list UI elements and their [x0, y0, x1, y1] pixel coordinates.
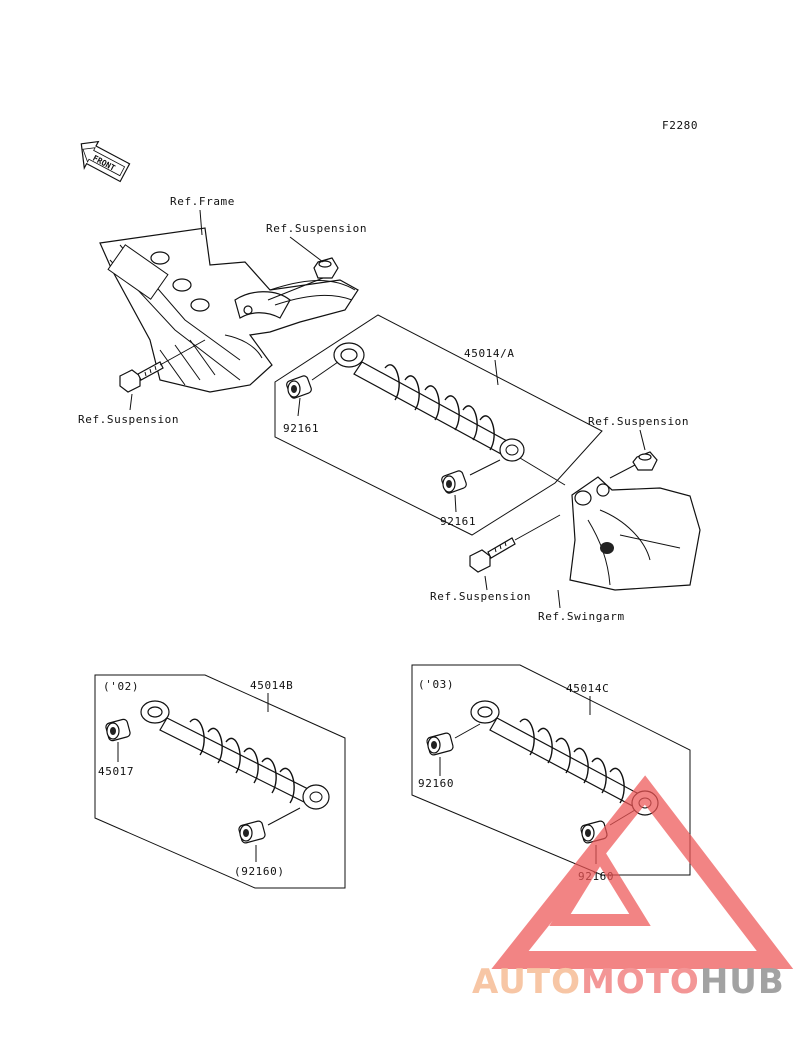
label-part-45014c: 45014C: [566, 682, 609, 695]
bushing-92160-02: [238, 820, 266, 844]
variant-02-box: [94, 674, 346, 889]
swingarm-illustration: [569, 476, 701, 591]
label-variant-03-year: ('03): [418, 678, 454, 691]
label-bushing-92161-left: 92161: [283, 422, 319, 435]
bushing-92160-03-left: [426, 732, 454, 756]
watermark-text: AUTOMOTOHUB: [472, 962, 785, 1002]
bushing-45017: [105, 718, 131, 742]
bolt-left: [119, 361, 164, 393]
label-variant-02-year: ('02): [103, 680, 139, 693]
variant-03-box: [411, 664, 691, 876]
figure-code: F2280: [662, 119, 698, 132]
label-part-45014a: 45014/A: [464, 347, 515, 360]
label-bushing-92161-right: 92161: [440, 515, 476, 528]
label-bushing-92160-03-left: 92160: [418, 777, 454, 790]
shock-callout-box: [274, 314, 603, 536]
label-bushing-92160-02: (92160): [234, 865, 285, 878]
bolt-bottom: [469, 537, 516, 573]
label-ref-suspension-right: Ref.Suspension: [588, 415, 689, 428]
watermark-auto: AUTO: [472, 962, 581, 1002]
label-ref-suspension-top: Ref.Suspension: [266, 222, 367, 235]
nut-right: [632, 451, 658, 471]
label-ref-suspension-left: Ref.Suspension: [78, 413, 179, 426]
watermark-triangle-icon: [491, 775, 794, 969]
frame-illustration: [99, 227, 359, 393]
label-ref-suspension-bolt: Ref.Suspension: [430, 590, 531, 603]
watermark-moto: MOTO: [581, 962, 700, 1002]
label-ref-frame: Ref.Frame: [170, 195, 235, 208]
shock-absorber-main: [333, 342, 525, 462]
shock-absorber-02: [140, 700, 330, 810]
bushing-92161-left: [286, 375, 312, 399]
label-part-45014b: 45014B: [250, 679, 293, 692]
watermark-hub: HUB: [700, 962, 785, 1002]
label-bushing-45017: 45017: [98, 765, 134, 778]
watermark-logo: AUTOMOTOHUB: [472, 775, 794, 1002]
bushing-92161-right: [441, 470, 467, 494]
front-arrow-icon: FRONT: [80, 140, 131, 183]
label-ref-swingarm: Ref.Swingarm: [538, 610, 625, 623]
bushing-92160-03-right: [580, 820, 608, 844]
nut-top: [313, 257, 339, 279]
